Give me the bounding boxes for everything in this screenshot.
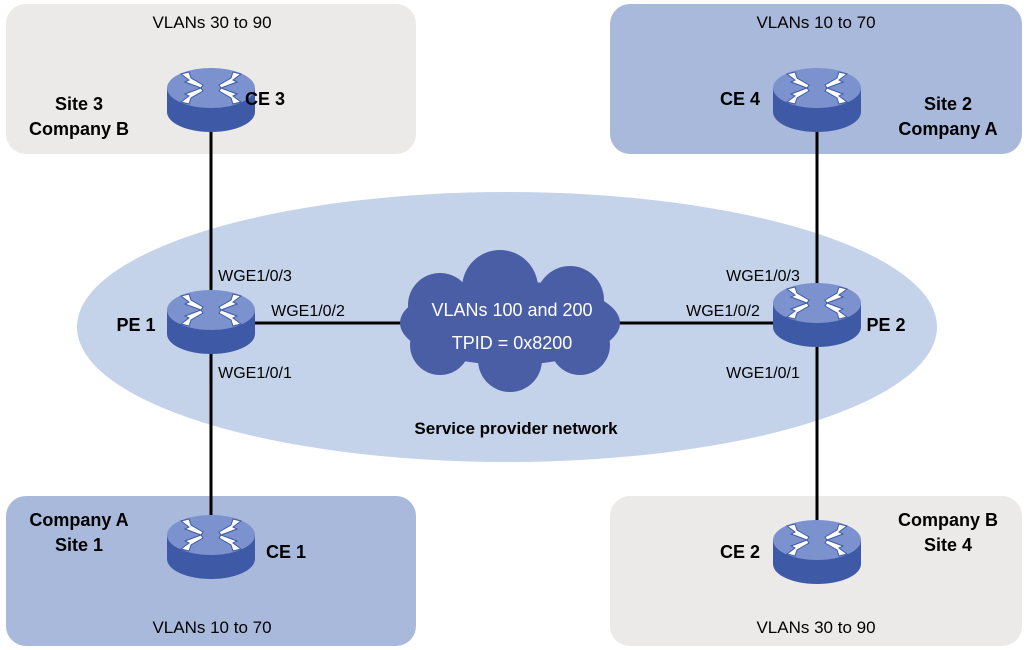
site2-line1: Site 2 [924,94,972,114]
cloud-icon [400,250,620,392]
ce4-label: CE 4 [720,89,760,109]
site4-vlans: VLANs 30 to 90 [756,618,875,637]
site1-line1: Company A [29,510,128,530]
pe2-label: PE 2 [866,315,905,335]
site2-vlans: VLANs 10 to 70 [756,13,875,32]
ce1-label: CE 1 [266,542,306,562]
pe2-port-down: WGE1/0/1 [726,365,800,382]
ce2-label: CE 2 [720,542,760,562]
site1-line2: Site 1 [55,535,103,555]
site4-line2: Site 4 [924,535,972,555]
cloud-label-vlans: VLANs 100 and 200 [431,300,592,320]
ce3-router-icon [166,67,256,133]
site3-vlans: VLANs 30 to 90 [152,13,271,32]
ce1-router-icon [166,514,256,580]
site3-line2: Company B [29,119,129,139]
site3-line1: Site 3 [55,94,103,114]
pe2-port-left: WGE1/0/2 [686,303,760,320]
network-label: Service provider network [414,419,618,438]
site1-vlans: VLANs 10 to 70 [152,618,271,637]
links [209,100,819,530]
pe1-port-right: WGE1/0/2 [271,303,345,320]
pe2-port-up: WGE1/0/3 [726,268,800,285]
site2-line2: Company A [898,119,997,139]
pe1-port-down: WGE1/0/1 [218,365,292,382]
pe1-router-icon [166,289,256,355]
ce2-router-icon [772,519,862,585]
site4-line1: Company B [898,510,998,530]
ce4-router-icon [772,67,862,133]
pe2-router-icon [772,282,862,348]
cloud-label-tpid: TPID = 0x8200 [452,333,573,353]
ce3-label: CE 3 [245,89,285,109]
pe1-port-up: WGE1/0/3 [218,268,292,285]
pe1-label: PE 1 [116,315,155,335]
